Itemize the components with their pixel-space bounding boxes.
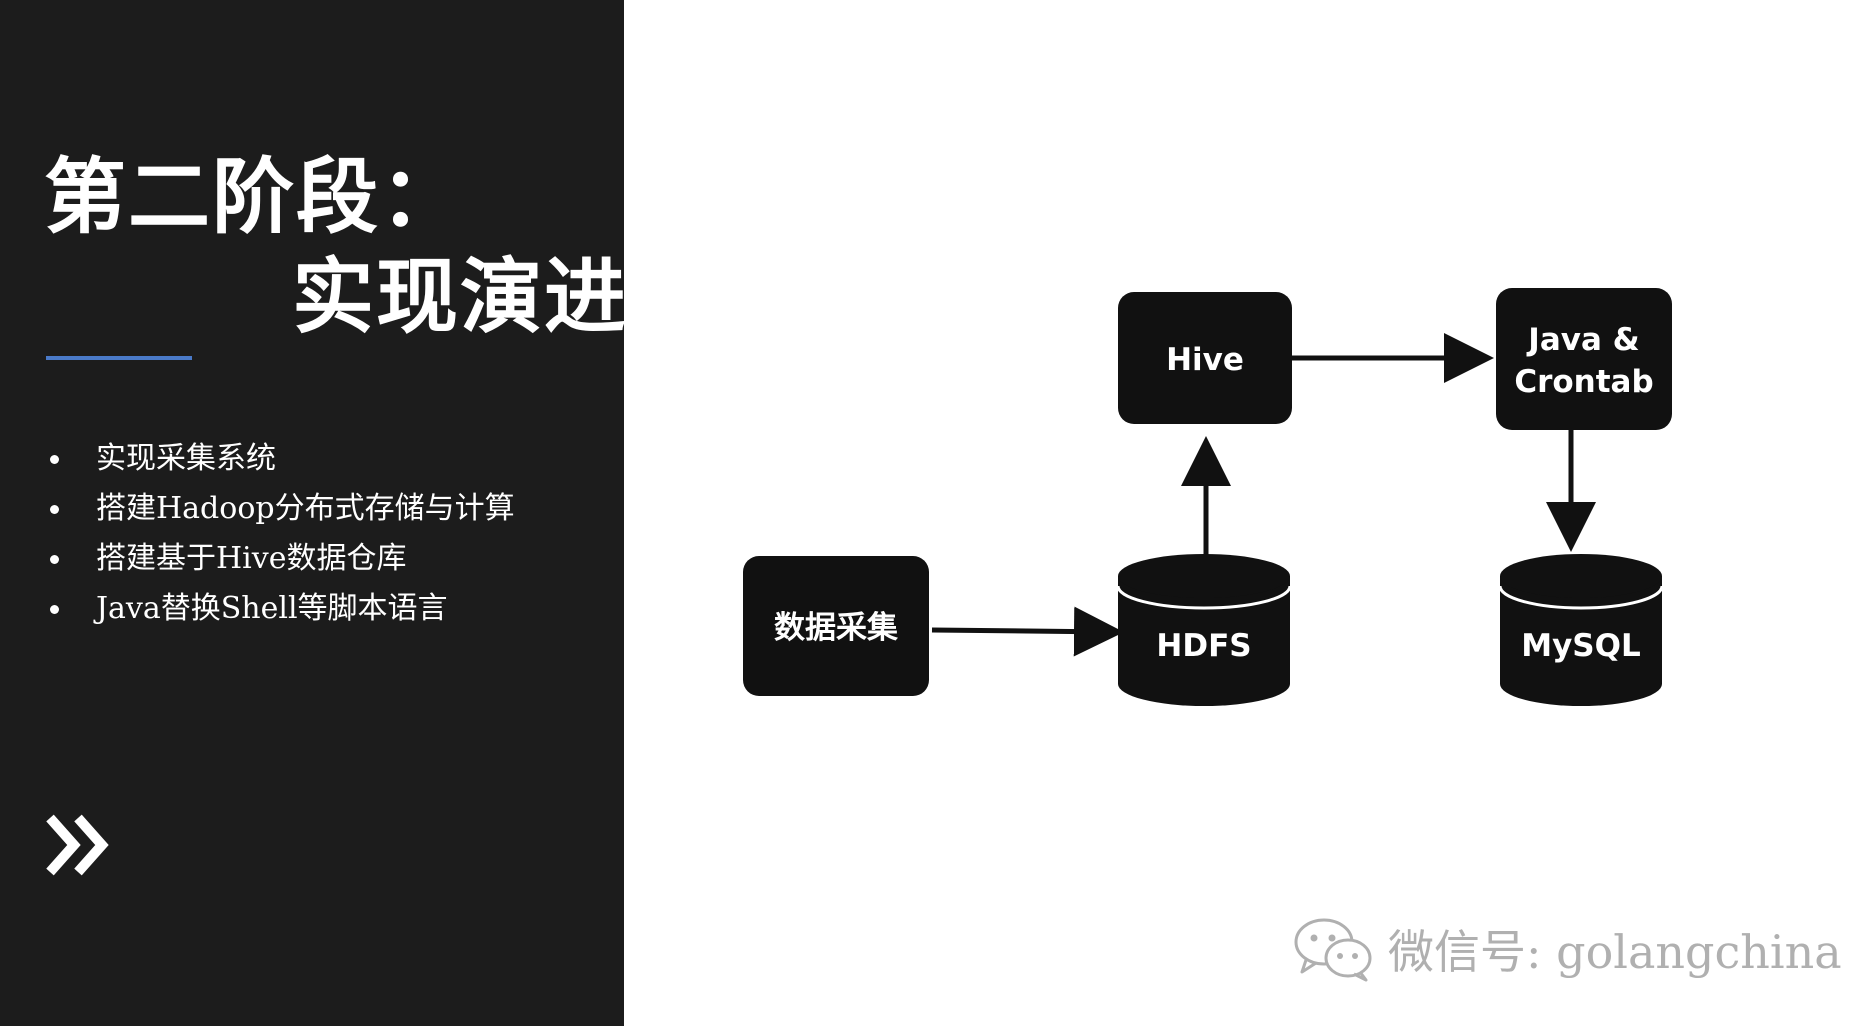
node-java-crontab-label-1: Java & bbox=[1526, 322, 1639, 358]
bullet-item: 实现采集系统 bbox=[44, 434, 515, 484]
wechat-icon bbox=[1294, 918, 1372, 982]
node-data-collection-label: 数据采集 bbox=[774, 610, 898, 646]
bullet-item: 搭建Hadoop分布式存储与计算 bbox=[44, 484, 515, 534]
slide-title-line-2: 实现演进 bbox=[292, 250, 629, 345]
node-java-crontab-label-2: Crontab bbox=[1514, 364, 1653, 400]
watermark-text: 微信号: golangchina bbox=[1388, 925, 1842, 979]
node-mysql-label: MySQL bbox=[1521, 628, 1641, 664]
slide-title-line-1: 第二阶段： bbox=[44, 150, 465, 245]
bullet-item: 搭建基于Hive数据仓库 bbox=[44, 534, 515, 584]
node-hdfs-label: HDFS bbox=[1156, 628, 1251, 664]
bullet-text: 实现采集系统 bbox=[96, 441, 276, 476]
bullet-item: Java替换Shell等脚本语言 bbox=[44, 584, 515, 634]
node-hive-label: Hive bbox=[1166, 342, 1244, 378]
node-java-crontab: Java & Crontab bbox=[1496, 288, 1672, 430]
bullet-dot bbox=[50, 455, 59, 464]
bullet-dot bbox=[50, 605, 59, 614]
title-underline bbox=[46, 356, 192, 360]
bullet-text: 搭建基于Hive数据仓库 bbox=[96, 541, 407, 576]
bullet-dot bbox=[50, 505, 59, 514]
edge-collect-to-hdfs bbox=[931, 606, 1124, 657]
left-panel: 第二阶段： 实现演进 实现采集系统 搭建Hadoop分布式存储与计算 搭建基于H… bbox=[0, 0, 626, 1026]
watermark: 微信号: golangchina bbox=[1292, 914, 1842, 984]
bullet-list: 实现采集系统 搭建Hadoop分布式存储与计算 搭建基于Hive数据仓库 Jav… bbox=[44, 434, 515, 634]
node-data-collection: 数据采集 bbox=[743, 556, 929, 696]
node-hive: Hive bbox=[1118, 292, 1292, 424]
pipeline-diagram: 数据采集 HDFS Hive Java & Crontab MySQL bbox=[743, 288, 1672, 706]
bullet-dot bbox=[50, 555, 59, 564]
bullet-text: Java替换Shell等脚本语言 bbox=[96, 591, 448, 626]
bullet-text: 搭建Hadoop分布式存储与计算 bbox=[96, 491, 515, 526]
double-chevron-right-icon[interactable] bbox=[44, 812, 114, 878]
node-mysql: MySQL bbox=[1498, 554, 1664, 706]
node-hdfs: HDFS bbox=[1116, 554, 1292, 706]
